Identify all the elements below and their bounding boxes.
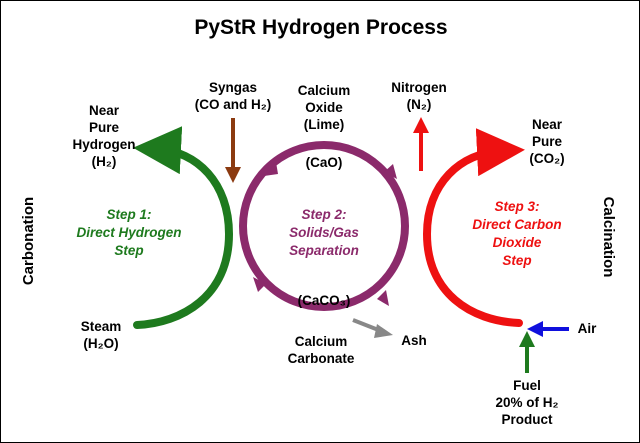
svg-text:Oxide: Oxide bbox=[305, 100, 343, 115]
svg-text:Direct Carbon: Direct Carbon bbox=[472, 217, 561, 232]
fuel-arrowhead bbox=[519, 331, 535, 347]
svg-text:Fuel: Fuel bbox=[513, 378, 541, 393]
step3-text: Step 3: Direct Carbon Dioxide Step bbox=[472, 199, 561, 268]
near-pure-co2-label: Near Pure (CO₂) bbox=[529, 117, 564, 166]
svg-text:(H₂): (H₂) bbox=[92, 154, 117, 169]
svg-text:Solids/Gas: Solids/Gas bbox=[289, 225, 359, 240]
step1-hydrogen-arc bbox=[133, 126, 234, 329]
step2-separation-circle bbox=[239, 141, 409, 311]
cao-formula: (CaO) bbox=[306, 155, 343, 170]
svg-text:(H₂O): (H₂O) bbox=[83, 336, 118, 351]
fuel-label: Fuel 20% of H₂ Product bbox=[495, 378, 558, 427]
svg-text:Carbonate: Carbonate bbox=[288, 351, 355, 366]
calcium-carbonate-label: Calcium Carbonate bbox=[288, 334, 355, 366]
svg-text:Nitrogen: Nitrogen bbox=[391, 80, 447, 95]
step3-carbon-dioxide-arc bbox=[422, 128, 525, 327]
svg-text:Calcium: Calcium bbox=[295, 334, 348, 349]
nitrogen-arrowhead bbox=[413, 117, 429, 133]
ash-label: Ash bbox=[401, 333, 427, 348]
svg-text:Step: Step bbox=[502, 253, 531, 268]
air-arrowhead bbox=[527, 321, 543, 337]
steam-label: Steam (H₂O) bbox=[81, 319, 122, 351]
calcium-oxide-label: Calcium Oxide (Lime) bbox=[298, 83, 351, 132]
diagram-title: PySt​R Hydrogen Process bbox=[194, 16, 447, 39]
nitrogen-label: Nitrogen (N₂) bbox=[391, 80, 447, 112]
svg-text:Near: Near bbox=[89, 103, 120, 118]
svg-text:Steam: Steam bbox=[81, 319, 122, 334]
near-pure-hydrogen-label: Near Pure Hydrogen (H₂) bbox=[72, 103, 135, 169]
svg-text:Calcium: Calcium bbox=[298, 83, 351, 98]
svg-text:20% of H₂: 20% of H₂ bbox=[495, 395, 558, 410]
svg-text:(Lime): (Lime) bbox=[304, 117, 345, 132]
circle-arrowhead-lower-left bbox=[253, 277, 266, 292]
svg-text:(CO₂): (CO₂) bbox=[529, 151, 564, 166]
air-label: Air bbox=[578, 321, 598, 336]
svg-text:Step 2:: Step 2: bbox=[301, 207, 346, 222]
svg-text:Separation: Separation bbox=[289, 243, 359, 258]
circle-arrowhead-upper-left bbox=[264, 162, 278, 176]
caco3-formula: (CaCO₃) bbox=[298, 293, 351, 308]
svg-text:Dioxide: Dioxide bbox=[493, 235, 542, 250]
svg-text:Step 3:: Step 3: bbox=[494, 199, 539, 214]
svg-text:Syngas: Syngas bbox=[209, 80, 257, 95]
svg-text:Hydrogen: Hydrogen bbox=[72, 137, 135, 152]
svg-text:Step: Step bbox=[114, 243, 143, 258]
step1-text: Step 1: Direct Hydrogen Step bbox=[76, 207, 181, 258]
circle-arrowhead-upper-right bbox=[384, 164, 397, 179]
syngas-label: Syngas (CO and H₂) bbox=[195, 80, 272, 112]
svg-text:(N₂): (N₂) bbox=[407, 97, 432, 112]
svg-text:Direct Hydrogen: Direct Hydrogen bbox=[76, 225, 181, 240]
circle-arrowhead-lower-right bbox=[377, 290, 389, 306]
ash-arrowhead bbox=[374, 324, 393, 338]
step2-text: Step 2: Solids/Gas Separation bbox=[289, 207, 359, 258]
svg-text:Step 1:: Step 1: bbox=[106, 207, 151, 222]
svg-text:Near: Near bbox=[532, 117, 563, 132]
svg-text:Pure: Pure bbox=[89, 120, 120, 135]
svg-text:(CO and H₂): (CO and H₂) bbox=[195, 97, 272, 112]
calcination-label: Calcination bbox=[600, 197, 617, 278]
svg-text:Product: Product bbox=[501, 412, 553, 427]
svg-text:Pure: Pure bbox=[532, 134, 563, 149]
carbonation-label: Carbonation bbox=[20, 197, 37, 285]
syngas-arrowhead bbox=[225, 167, 241, 183]
